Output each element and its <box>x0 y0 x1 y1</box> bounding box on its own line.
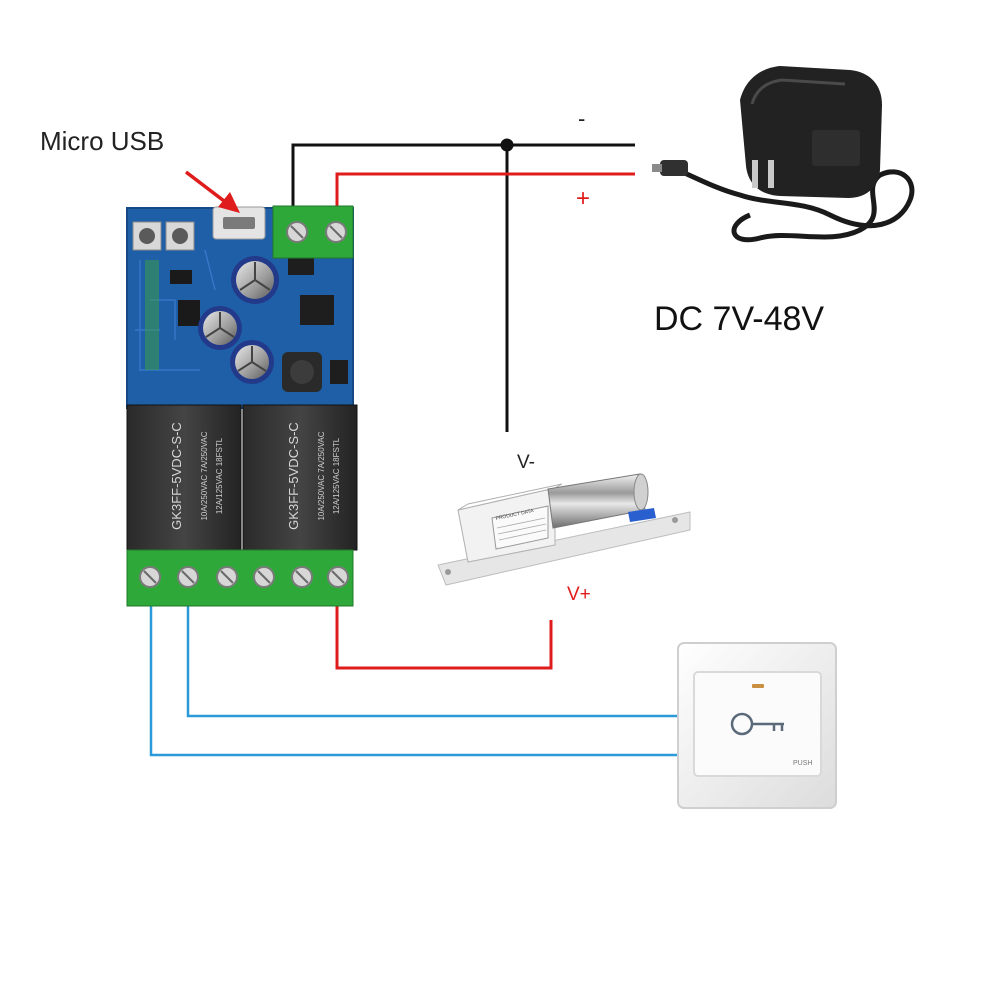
dc-voltage-label: DC 7V-48V <box>654 300 824 338</box>
wire-junction <box>500 138 514 152</box>
power-adapter-icon <box>652 66 915 243</box>
terminal-screw <box>327 566 349 588</box>
chip <box>170 270 192 284</box>
terminal-screw <box>216 566 238 588</box>
tact-button-1 <box>132 221 162 251</box>
terminal-block-power <box>272 205 354 259</box>
relay-1-rating-2: 12A/125VAC 18FSTL <box>215 437 224 514</box>
negative-label: - <box>578 106 585 131</box>
positive-label: + <box>576 185 590 212</box>
push-label: PUSH <box>793 760 812 767</box>
exit-button-icon: PUSH <box>677 642 837 809</box>
relay-1-model: GK3FF-5VDC-S-C <box>169 422 184 530</box>
wire-negative-main <box>291 143 635 225</box>
terminal-screw <box>253 566 275 588</box>
lock-positive-label: V+ <box>567 584 591 605</box>
wire-positive-lock <box>335 590 553 670</box>
wire-signal-2 <box>186 585 682 718</box>
tact-button-2 <box>165 221 195 251</box>
key-icon <box>730 712 784 736</box>
wire-signal <box>149 585 682 757</box>
relay-2-rating-2: 12A/125VAC 18FSTL <box>332 437 341 514</box>
relay-1: GK3FF-5VDC-S-C 10A/250VAC 7A/250VAC 12A/… <box>126 404 242 551</box>
chip <box>300 295 334 325</box>
micro-usb-port <box>212 206 266 240</box>
capacitor-3 <box>230 340 274 384</box>
wire-signal-1 <box>149 585 682 757</box>
relay-2-rating-1: 10A/250VAC 7A/250VAC <box>317 431 326 520</box>
chip <box>288 255 314 275</box>
wire-positive-supply <box>335 172 635 225</box>
wire-negative <box>291 138 635 432</box>
terminal-block-relay <box>126 549 354 607</box>
lock-negative-label: V- <box>517 452 535 473</box>
pcb-antenna <box>145 260 159 370</box>
relay-2: GK3FF-5VDC-S-C 10A/250VAC 7A/250VAC 12A/… <box>242 404 358 551</box>
electric-lock-icon: PRODUCT DATA <box>437 473 691 586</box>
relay-2-model: GK3FF-5VDC-S-C <box>286 422 301 530</box>
micro-usb-arrow-icon <box>184 170 240 213</box>
chip <box>178 300 200 326</box>
capacitor-1 <box>231 256 279 304</box>
capacitor-2 <box>198 306 242 350</box>
relay-1-rating-1: 10A/250VAC 7A/250VAC <box>200 431 209 520</box>
chip <box>330 360 348 384</box>
terminal-screw <box>139 566 161 588</box>
terminal-screw <box>177 566 199 588</box>
relay-board: GK3FF-5VDC-S-C 10A/250VAC 7A/250VAC 12A/… <box>126 205 358 607</box>
micro-usb-label: Micro USB <box>40 126 164 156</box>
terminal-screw <box>291 566 313 588</box>
